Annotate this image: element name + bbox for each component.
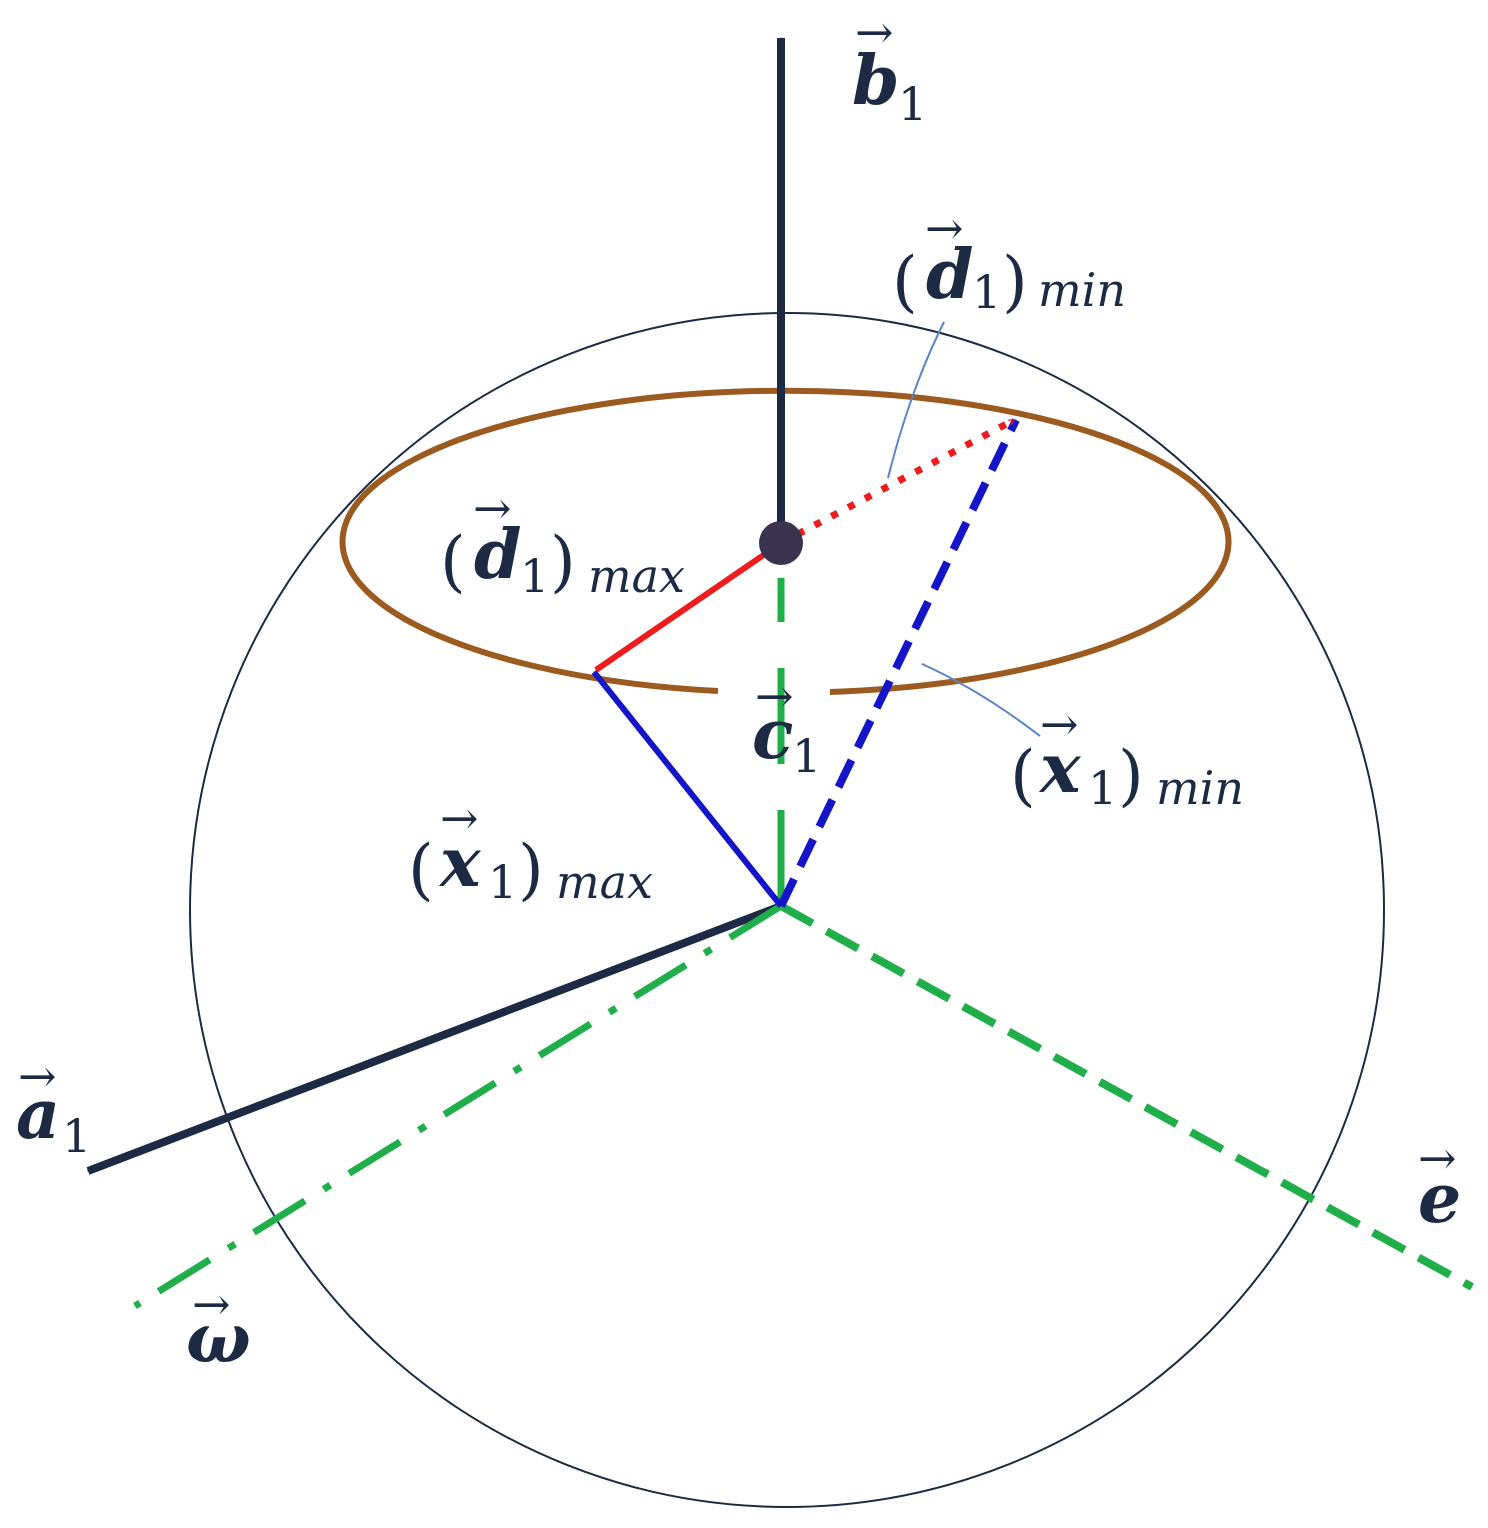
c1-label: → c 1 [752, 669, 821, 783]
rotation-ring [339, 387, 1232, 695]
x1-max-label: ( → x 1 ) max [408, 791, 653, 909]
x1-min-vector-arrow [777, 418, 1020, 908]
omega-label: → ω [186, 1277, 251, 1379]
x1-max-vector-arrow [591, 670, 784, 908]
omega-axis-arrow [133, 903, 783, 1309]
d1-min-pointer-line [887, 322, 945, 479]
a1-axis-arrow [86, 902, 783, 1175]
x1-min-pointer-line [922, 663, 1041, 737]
d1-min-vector-arrow [779, 416, 1016, 547]
b1-label: → b 1 [852, 5, 927, 131]
e-label: → e [1418, 1131, 1462, 1239]
a1-label: → a 1 [16, 1049, 91, 1163]
sphere-outline [189, 312, 1385, 1508]
d1-min-label: ( → d 1 ) min [892, 201, 1126, 320]
ring-center-point [759, 521, 803, 565]
d1-max-vector-arrow [594, 540, 783, 673]
e-axis-arrow [779, 902, 1474, 1291]
d1-max-label: ( → d 1 ) max [440, 481, 685, 603]
x1-min-label: ( → x 1 ) min [1010, 697, 1244, 815]
